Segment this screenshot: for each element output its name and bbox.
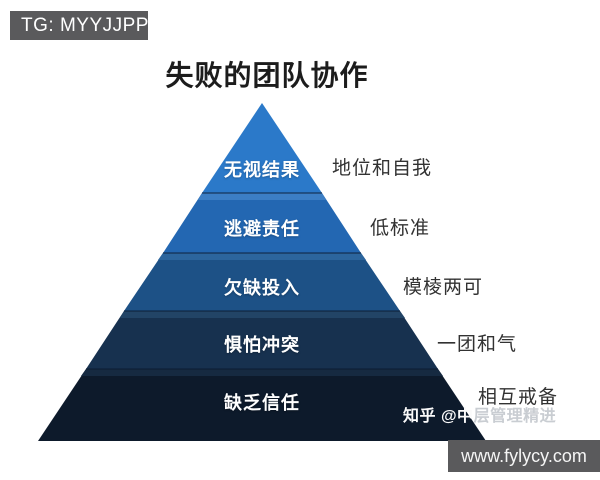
- side-label-4: 一团和气: [437, 334, 518, 355]
- pyramid-level-2-bevel: [198, 193, 326, 200]
- zhihu-watermark-on-pyramid: 知乎 @中: [403, 408, 474, 425]
- zhihu-watermark: 知乎 @中层管理精进: [403, 407, 556, 427]
- pyramid-level-2-label: 逃避责任: [224, 219, 300, 239]
- pyramid-level-1-shape: [202, 103, 322, 193]
- tg-banner: TG: MYYJJPP: [10, 11, 148, 40]
- side-label-2: 低标准: [370, 218, 431, 239]
- pyramid-level-5-label: 缺乏信任: [224, 393, 300, 413]
- side-label-5: 相互戒备: [478, 387, 559, 408]
- side-label-3: 模棱两可: [403, 277, 484, 298]
- pyramid-level-5-bevel: [81, 369, 443, 376]
- pyramid-level-4-label: 惧怕冲突: [224, 335, 300, 355]
- pyramid-level-2-shape: [163, 193, 361, 253]
- zhihu-watermark-on-background: 层管理精进: [473, 408, 557, 425]
- pyramid-level-4-bevel: [120, 311, 405, 318]
- pyramid-level-4-shape: [86, 311, 438, 369]
- pyramid-level-5-shape: [38, 369, 486, 441]
- pyramid-level-3-label: 欠缺投入: [224, 278, 300, 298]
- pyramid-level-1-label: 无视结果: [224, 160, 300, 180]
- site-url-banner: www.fylycy.com: [448, 440, 600, 472]
- pyramid-level-3-shape: [124, 253, 400, 311]
- page-title: 失败的团队协作: [165, 60, 369, 91]
- pyramid-level-3-bevel: [158, 253, 366, 260]
- side-label-1: 地位和自我: [332, 158, 433, 179]
